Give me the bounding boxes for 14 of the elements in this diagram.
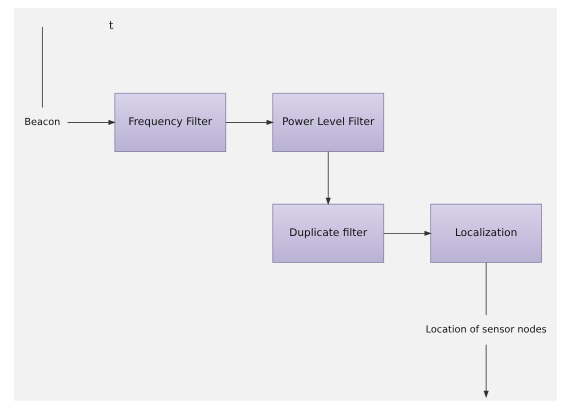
arrow (483, 344, 488, 398)
node-box: Power Level Filter (272, 92, 384, 152)
connector (485, 262, 486, 316)
node-text: Location of sensor nodes (425, 324, 546, 336)
node-text: Beacon (24, 116, 60, 128)
arrow (325, 151, 330, 206)
node-box: Duplicate filter (272, 204, 384, 263)
connector (41, 26, 42, 108)
node-box: Localization (430, 204, 542, 263)
label: t (108, 18, 113, 32)
node-box: Frequency Filter (114, 92, 226, 152)
arrow (382, 230, 432, 236)
arrow (66, 120, 116, 125)
arrow (224, 120, 274, 125)
